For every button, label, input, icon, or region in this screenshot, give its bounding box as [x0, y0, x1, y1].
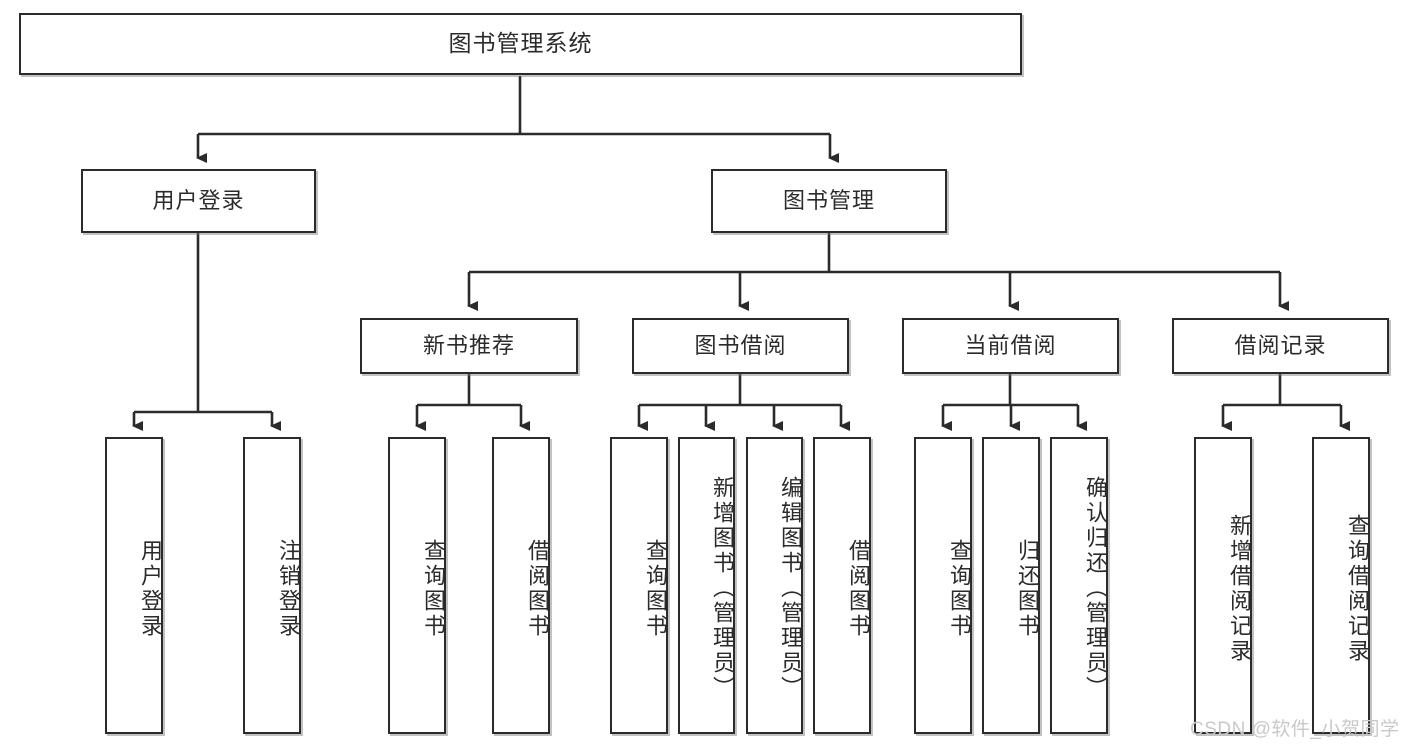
leaf-query-book-borrow[interactable]: 查询图书: [610, 437, 668, 734]
leaf-borrow-book-new-recommend[interactable]: 借阅图书: [492, 437, 550, 734]
leaf-query-book-current[interactable]: 查询图书: [914, 437, 972, 734]
node-book-borrow[interactable]: 图书借阅: [632, 318, 849, 374]
leaf-logout-login[interactable]: 注销登录: [243, 437, 301, 734]
leaf-borrow-book-borrow[interactable]: 借阅图书: [813, 437, 871, 734]
node-new-book-recommend[interactable]: 新书推荐: [360, 318, 578, 374]
node-book-management[interactable]: 图书管理: [711, 169, 947, 233]
leaf-confirm-return-admin[interactable]: 确认归还（管理员）: [1050, 437, 1108, 734]
node-borrow-record[interactable]: 借阅记录: [1172, 318, 1389, 374]
node-root-book-management-system[interactable]: 图书管理系统: [19, 13, 1022, 75]
node-current-borrow[interactable]: 当前借阅: [902, 318, 1119, 374]
node-user-login[interactable]: 用户登录: [81, 169, 316, 233]
leaf-edit-book-admin[interactable]: 编辑图书（管理员）: [746, 437, 803, 734]
leaf-query-borrow-record[interactable]: 查询借阅记录: [1312, 437, 1370, 734]
leaf-add-book-admin[interactable]: 新增图书（管理员）: [678, 437, 735, 734]
watermark: CSDN @软件_小贺同学: [1190, 719, 1400, 740]
leaf-query-book-new-recommend[interactable]: 查询图书: [388, 437, 446, 734]
leaf-add-borrow-record[interactable]: 新增借阅记录: [1194, 437, 1252, 734]
leaf-user-login[interactable]: 用户登录: [105, 437, 163, 734]
leaf-return-book[interactable]: 归还图书: [982, 437, 1040, 734]
